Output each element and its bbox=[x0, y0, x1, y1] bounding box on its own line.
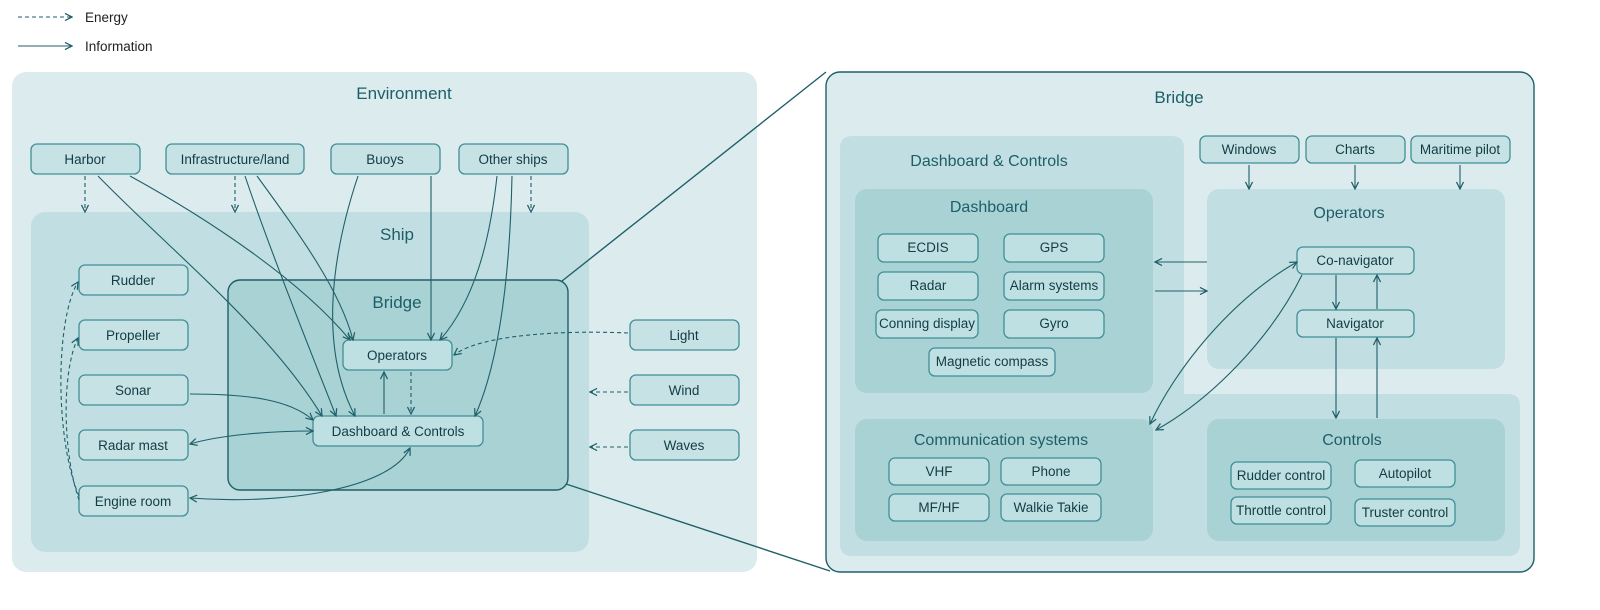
svg-text:Radar: Radar bbox=[910, 278, 947, 293]
svg-text:Infrastructure/land: Infrastructure/land bbox=[181, 152, 290, 167]
comm-item-vhf: VHF bbox=[888, 457, 990, 486]
svg-text:Phone: Phone bbox=[1031, 464, 1070, 479]
controls-item-autopilot: Autopilot bbox=[1354, 459, 1456, 488]
svg-text:Maritime pilot: Maritime pilot bbox=[1420, 142, 1501, 157]
ship-node-sonar: Sonar bbox=[78, 374, 189, 406]
ship-node-engine-room: Engine room bbox=[78, 485, 189, 517]
svg-text:Rudder: Rudder bbox=[111, 273, 156, 288]
svg-text:Wind: Wind bbox=[669, 383, 700, 398]
env-node-buoys: Buoys bbox=[330, 143, 441, 175]
dashboard-item-gps: GPS bbox=[1003, 233, 1105, 263]
weather-node-light: Light bbox=[629, 319, 740, 351]
svg-text:Truster control: Truster control bbox=[1362, 505, 1449, 520]
weather-node-wind: Wind bbox=[629, 374, 740, 406]
dashboard-item-conning-display: Conning display bbox=[875, 309, 979, 339]
svg-text:Buoys: Buoys bbox=[366, 152, 404, 167]
dashboard-item-radar: Radar bbox=[877, 271, 979, 301]
svg-text:Rudder control: Rudder control bbox=[1237, 468, 1326, 483]
controls-item-rudder-control: Rudder control bbox=[1230, 461, 1332, 490]
ship-title: Ship bbox=[380, 225, 414, 244]
operators-title: Operators bbox=[1313, 205, 1384, 222]
comm-item-phone: Phone bbox=[1000, 457, 1102, 486]
top-node-windows: Windows bbox=[1199, 135, 1300, 164]
operators-item-navigator: Navigator bbox=[1296, 309, 1415, 338]
svg-text:Windows: Windows bbox=[1222, 142, 1277, 157]
svg-text:Alarm systems: Alarm systems bbox=[1010, 278, 1099, 293]
controls-item-truster-control: Truster control bbox=[1354, 498, 1456, 527]
legend-information-label: Information bbox=[85, 39, 153, 54]
svg-text:Dashboard & Controls: Dashboard & Controls bbox=[332, 424, 465, 439]
dashboard-title: Dashboard bbox=[950, 199, 1028, 216]
bridge-title: Bridge bbox=[372, 293, 421, 312]
svg-text:Light: Light bbox=[669, 328, 699, 343]
svg-text:Radar mast: Radar mast bbox=[98, 438, 168, 453]
bridge-node-operators: Operators bbox=[342, 339, 453, 371]
controls-title: Controls bbox=[1322, 432, 1382, 449]
svg-text:Co-navigator: Co-navigator bbox=[1316, 253, 1394, 268]
bridge-node-dashboard-controls: Dashboard & Controls bbox=[312, 415, 484, 447]
ship-node-propeller: Propeller bbox=[78, 319, 189, 351]
svg-text:Gyro: Gyro bbox=[1039, 316, 1068, 331]
weather-node-waves: Waves bbox=[629, 429, 740, 461]
controls-item-throttle-control: Throttle control bbox=[1230, 496, 1332, 525]
dashboard-item-ecdis: ECDIS bbox=[877, 233, 979, 263]
svg-text:Harbor: Harbor bbox=[64, 152, 106, 167]
dashboard-item-gyro: Gyro bbox=[1003, 309, 1105, 339]
comm-item-walkie-takie: Walkie Takie bbox=[1000, 493, 1102, 522]
comm-item-mf-hf: MF/HF bbox=[888, 493, 990, 522]
svg-text:Walkie Takie: Walkie Takie bbox=[1013, 500, 1088, 515]
svg-text:ECDIS: ECDIS bbox=[907, 240, 948, 255]
svg-text:Waves: Waves bbox=[664, 438, 705, 453]
top-node-charts: Charts bbox=[1305, 135, 1406, 164]
env-node-infrastructure: Infrastructure/land bbox=[165, 143, 305, 175]
svg-text:Other ships: Other ships bbox=[478, 152, 547, 167]
svg-text:Sonar: Sonar bbox=[115, 383, 152, 398]
svg-text:MF/HF: MF/HF bbox=[918, 500, 959, 515]
zoom-connector-bottom bbox=[565, 483, 831, 572]
svg-text:Navigator: Navigator bbox=[1326, 316, 1384, 331]
svg-text:Operators: Operators bbox=[367, 348, 427, 363]
svg-text:Conning display: Conning display bbox=[879, 316, 975, 331]
bridge-detail-title: Bridge bbox=[1154, 88, 1203, 107]
left-arrows bbox=[60, 175, 629, 500]
dashboard-controls-title: Dashboard & Controls bbox=[910, 153, 1067, 170]
right-arrows bbox=[1150, 165, 1460, 430]
environment-title: Environment bbox=[356, 84, 452, 103]
svg-text:Propeller: Propeller bbox=[106, 328, 161, 343]
dashboard-item-magnetic-compass: Magnetic compass bbox=[928, 347, 1056, 377]
env-node-other-ships: Other ships bbox=[458, 143, 569, 175]
communication-title: Communication systems bbox=[914, 432, 1088, 449]
ship-node-rudder: Rudder bbox=[78, 264, 189, 296]
operators-item-co-navigator: Co-navigator bbox=[1296, 246, 1415, 275]
legend-energy-label: Energy bbox=[85, 10, 128, 25]
zoom-connector-top bbox=[561, 71, 827, 282]
ship-node-radar-mast: Radar mast bbox=[78, 429, 189, 461]
svg-text:Autopilot: Autopilot bbox=[1379, 466, 1432, 481]
env-node-harbor: Harbor bbox=[30, 143, 141, 175]
svg-text:Throttle control: Throttle control bbox=[1236, 503, 1326, 518]
svg-text:Charts: Charts bbox=[1335, 142, 1375, 157]
svg-text:VHF: VHF bbox=[926, 464, 953, 479]
legend: Energy Information bbox=[18, 10, 153, 54]
top-node-maritime-pilot: Maritime pilot bbox=[1410, 135, 1511, 164]
dashboard-item-alarm-systems: Alarm systems bbox=[1003, 271, 1105, 301]
svg-text:Magnetic compass: Magnetic compass bbox=[936, 354, 1049, 369]
svg-text:Engine room: Engine room bbox=[95, 494, 172, 509]
svg-text:GPS: GPS bbox=[1040, 240, 1069, 255]
